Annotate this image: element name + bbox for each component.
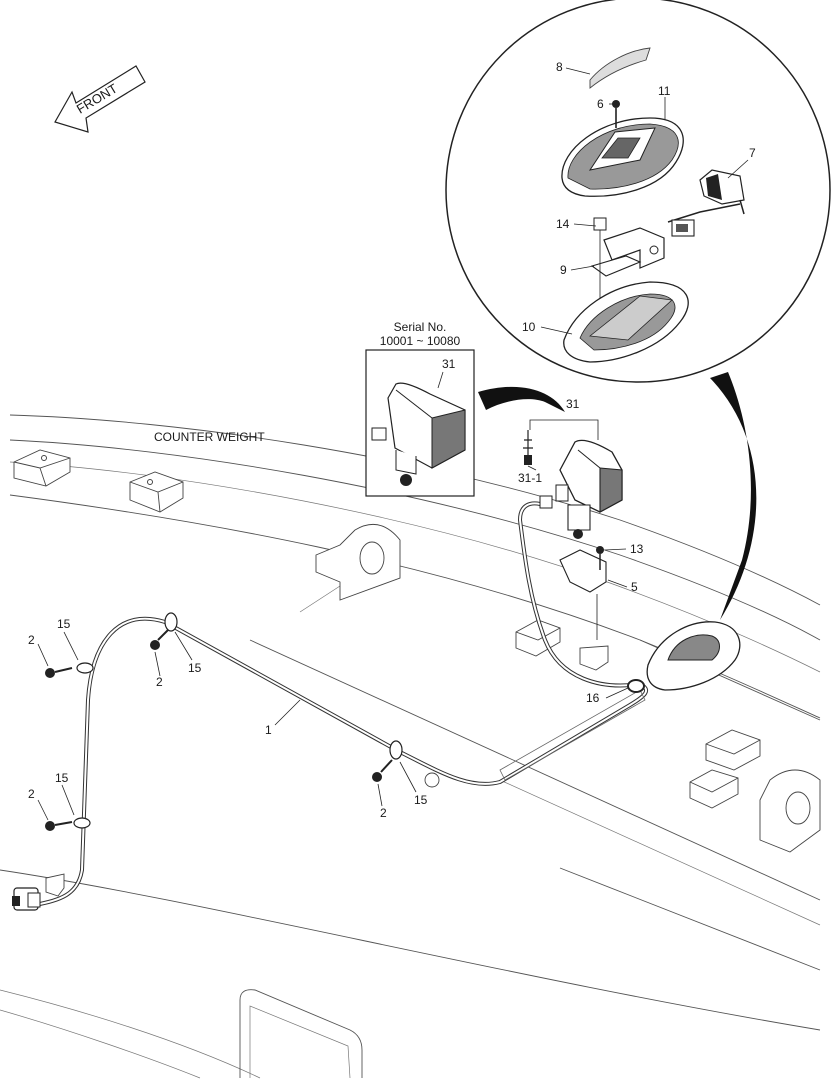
callout-16: 16 <box>586 691 600 705</box>
curved-arrow-right <box>710 372 757 620</box>
serial-inset <box>365 349 475 497</box>
mounting-blocks <box>13 449 821 897</box>
curved-arrow-left <box>478 386 565 412</box>
bolt-icon <box>372 759 393 782</box>
callout-2: 2 <box>380 806 387 820</box>
harness-connector <box>12 887 41 911</box>
front-arrow: FRONT <box>54 65 146 133</box>
callout-11: 11 <box>658 84 671 98</box>
serial-range: 10001 ~ 10080 <box>380 334 461 348</box>
callout-9: 9 <box>560 263 567 277</box>
callout-15: 15 <box>57 617 71 631</box>
callout-10: 10 <box>522 320 536 334</box>
callout-2: 2 <box>156 675 163 689</box>
callout-15: 15 <box>188 661 202 675</box>
callout-2: 2 <box>28 787 35 801</box>
callout-8: 8 <box>556 60 563 74</box>
callout-2: 2 <box>28 633 35 647</box>
leader-lines <box>37 67 749 821</box>
work-lamp-assembly <box>523 419 623 640</box>
callout-14: 14 <box>556 217 570 231</box>
bolt-icon <box>45 667 73 678</box>
callout-13: 13 <box>630 542 644 556</box>
callout-6: 6 <box>597 97 604 111</box>
callout-7: 7 <box>749 146 756 160</box>
callout-1: 1 <box>265 723 272 737</box>
lamp-base <box>627 621 741 693</box>
callout-15: 15 <box>414 793 428 807</box>
counter-weight-label: COUNTER WEIGHT <box>154 430 265 444</box>
wiring-harness <box>12 501 649 911</box>
detail-circle <box>445 0 831 383</box>
counterweight-body <box>0 414 821 1079</box>
callout-15: 15 <box>55 771 69 785</box>
callout-31-inset: 31 <box>442 357 456 371</box>
callout-31-1: 31-1 <box>518 471 542 485</box>
callout-31: 31 <box>566 397 580 411</box>
clamps-and-bolts <box>45 612 403 831</box>
serial-title: Serial No. <box>394 320 447 334</box>
bolt-icon <box>150 629 169 650</box>
callout-5: 5 <box>631 580 638 594</box>
bolt-icon <box>45 821 73 831</box>
